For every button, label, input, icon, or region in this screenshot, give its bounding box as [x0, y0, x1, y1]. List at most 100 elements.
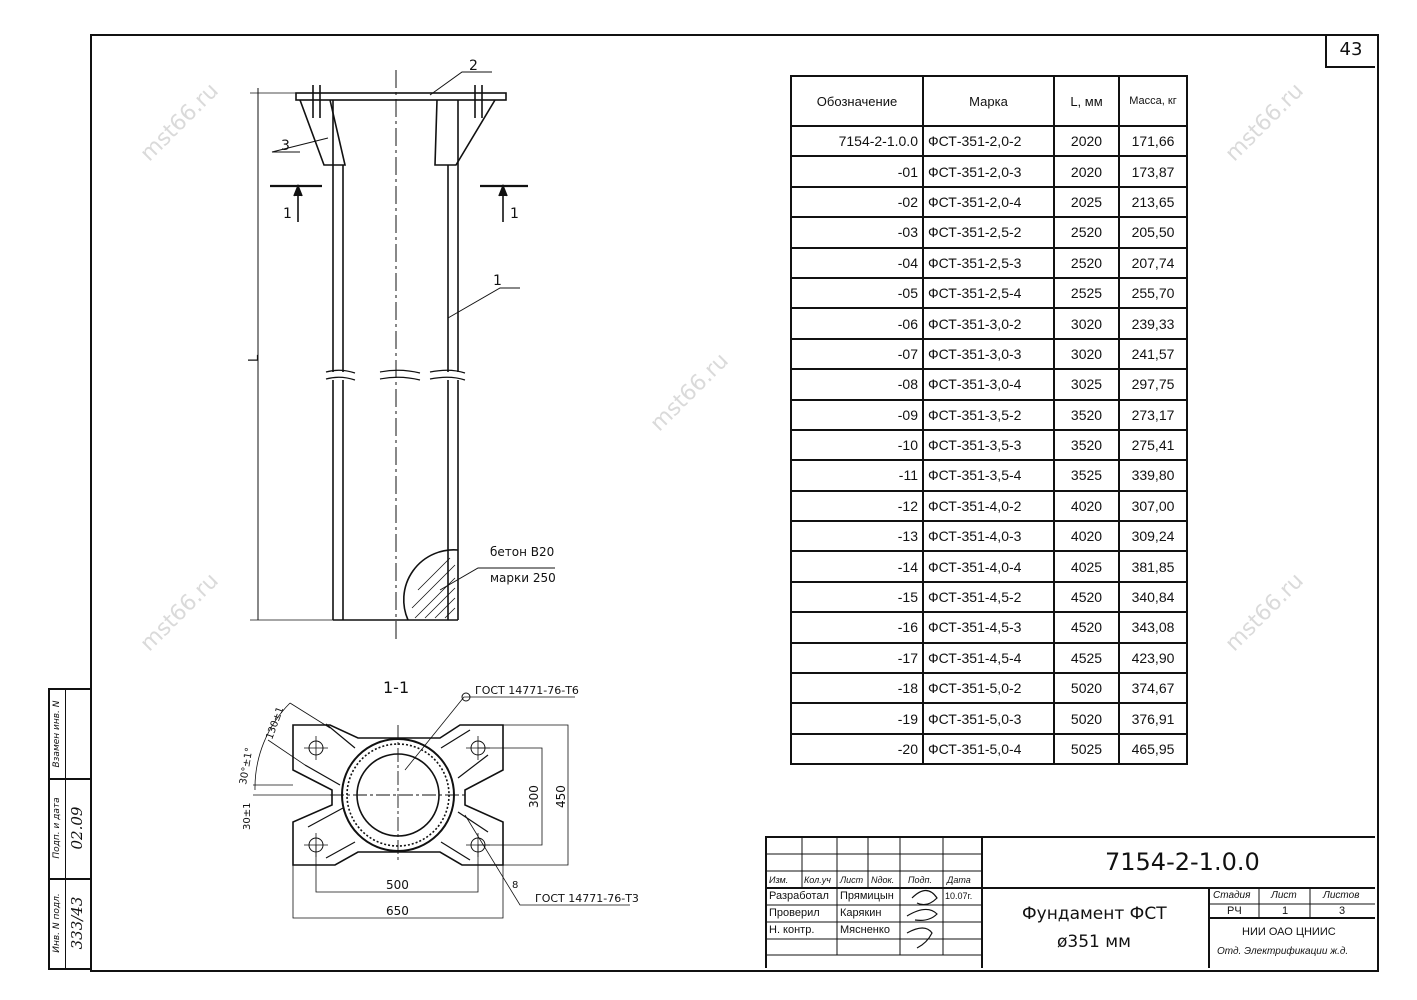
title-block: Изм. Кол.уч Лист Nдок. Подп. Дата Разраб… [765, 836, 1375, 968]
cell-length: 2525 [1053, 276, 1120, 310]
sheets-header: Листов [1323, 890, 1360, 901]
cell-length: 4520 [1053, 611, 1120, 644]
cell-designation: -03 [790, 216, 924, 249]
cell-mass: 381,85 [1118, 550, 1188, 583]
sheet-value: 1 [1282, 905, 1289, 917]
cell-mass: 255,70 [1118, 276, 1188, 310]
cell-length: 5020 [1053, 702, 1120, 735]
cell-designation: -12 [790, 489, 924, 523]
sheet-number: 43 [1325, 34, 1375, 68]
col-mark: Марка [922, 75, 1055, 127]
pos-label-2: 2 [469, 58, 478, 74]
cell-mark: ФСТ-351-3,5-2 [922, 398, 1055, 431]
cell-mass: 465,95 [1118, 732, 1188, 766]
cell-length: 5025 [1053, 732, 1120, 766]
cell-mark: ФСТ-351-2,5-3 [922, 246, 1055, 279]
cell-designation: -01 [790, 155, 924, 188]
cell-mass: 339,80 [1118, 459, 1188, 492]
cell-mark: ФСТ-351-4,5-3 [922, 611, 1055, 644]
cell-mark: ФСТ-351-3,0-3 [922, 337, 1055, 371]
cell-mass: 173,87 [1118, 155, 1188, 188]
cell-length: 5020 [1053, 672, 1120, 705]
cell-mark: ФСТ-351-3,5-4 [922, 459, 1055, 492]
section-mark-left: 1 [283, 206, 292, 222]
cell-mark: ФСТ-351-4,0-4 [922, 550, 1055, 583]
date-developer: 10.07г. [945, 891, 973, 901]
cell-length: 4020 [1053, 489, 1120, 523]
cell-designation: -04 [790, 246, 924, 279]
cell-designation: -06 [790, 307, 924, 340]
cell-mass: 239,33 [1118, 307, 1188, 340]
role-developer: Разработал [769, 890, 829, 902]
document-subtitle: ø351 мм [1057, 932, 1131, 952]
table-header: Обозначение Марка L, мм Масса, кг [790, 75, 1188, 127]
cell-designation: -14 [790, 550, 924, 583]
sheets-value: 3 [1339, 905, 1346, 917]
cell-mark: ФСТ-351-4,5-2 [922, 580, 1055, 614]
col-designation: Обозначение [790, 75, 924, 127]
cell-length: 3020 [1053, 337, 1120, 371]
document-title: Фундамент ФСТ [1022, 904, 1167, 924]
cell-mass: 374,67 [1118, 672, 1188, 705]
cell-mark: ФСТ-351-2,0-3 [922, 155, 1055, 188]
cell-designation: -15 [790, 580, 924, 614]
sheet-header: Лист [1271, 890, 1297, 901]
cell-length: 3020 [1053, 307, 1120, 340]
weld-note-bottom: ГОСТ 14771-76-Т3 [535, 892, 639, 905]
section-title: 1-1 [383, 678, 409, 697]
name-norm-control: Мясненко [840, 924, 890, 936]
cell-mark: ФСТ-351-3,0-2 [922, 307, 1055, 340]
cell-designation: -17 [790, 641, 924, 675]
pos-label-1: 1 [493, 273, 502, 289]
name-developer: Прямицын [840, 890, 894, 902]
cell-mass: 376,91 [1118, 702, 1188, 735]
dim-500: 500 [386, 878, 409, 892]
cell-length: 3025 [1053, 368, 1120, 401]
cell-designation: -07 [790, 337, 924, 371]
role-norm-control: Н. контр. [769, 924, 815, 936]
cell-designation: -18 [790, 672, 924, 705]
stage-header: Стадия [1213, 890, 1251, 901]
cell-mark: ФСТ-351-4,5-4 [922, 641, 1055, 675]
cell-designation: -09 [790, 398, 924, 431]
cell-length: 2025 [1053, 185, 1120, 219]
hdr-izm: Изм. [769, 875, 789, 885]
org-name: НИИ ОАО ЦНИИС [1242, 926, 1336, 938]
cell-length: 2020 [1053, 124, 1120, 158]
org-department: Отд. Электрификации ж.д. [1217, 946, 1349, 957]
variants-table: Обозначение Марка L, мм Масса, кг 7154-2… [790, 75, 1188, 766]
section-mark-right: 1 [510, 206, 519, 222]
col-length: L, мм [1053, 75, 1120, 127]
cell-designation: -10 [790, 428, 924, 462]
dim-450: 450 [554, 785, 568, 808]
gusset-left [299, 99, 347, 166]
dim-130: 130±1 [264, 705, 286, 741]
col-mass: Масса, кг [1118, 75, 1188, 127]
cell-designation: -11 [790, 459, 924, 492]
signatures [906, 889, 938, 949]
cell-length: 4020 [1053, 520, 1120, 553]
cell-mass: 241,57 [1118, 337, 1188, 371]
cell-mass: 297,75 [1118, 368, 1188, 401]
cell-length: 2520 [1053, 216, 1120, 249]
dim-30: 30±1 [242, 803, 253, 830]
hdr-kol: Кол.уч [804, 875, 831, 885]
cell-mass: 207,74 [1118, 246, 1188, 279]
cell-mass: 273,17 [1118, 398, 1188, 431]
cell-designation: -13 [790, 520, 924, 553]
role-checker: Проверил [769, 907, 820, 919]
gusset-right [434, 99, 496, 166]
cell-length: 4025 [1053, 550, 1120, 583]
